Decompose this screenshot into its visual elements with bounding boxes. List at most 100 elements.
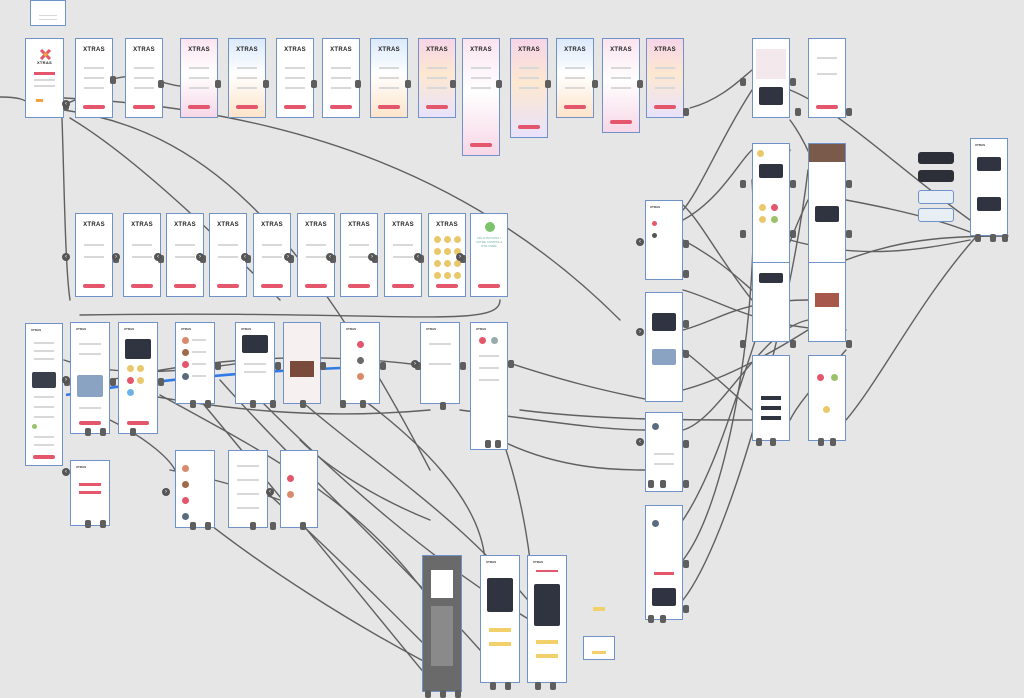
connector-handle-icon[interactable] xyxy=(158,80,164,88)
onboarding-screen-4[interactable]: XTRAS xyxy=(228,38,266,118)
offer-list-screen[interactable] xyxy=(752,262,790,342)
connector-handle-icon[interactable] xyxy=(440,402,446,410)
dashboard-screen[interactable]: XTRAS xyxy=(70,322,110,434)
chevron-left-icon[interactable]: ‹ xyxy=(62,468,70,476)
chevron-left-icon[interactable]: ‹ xyxy=(154,253,162,261)
connector-handle-icon[interactable] xyxy=(683,560,689,568)
connector-handle-icon[interactable] xyxy=(270,522,276,530)
settings-screen[interactable] xyxy=(645,505,683,620)
mission-menu-screen[interactable]: XTRAS xyxy=(340,322,380,404)
connector-handle-icon[interactable] xyxy=(740,78,746,86)
connector-handle-icon[interactable] xyxy=(110,378,116,386)
list-screen-c[interactable] xyxy=(280,450,318,528)
connector-handle-icon[interactable] xyxy=(496,80,502,88)
login-screen[interactable]: XTRAS xyxy=(25,38,64,118)
toggle-panel-2[interactable] xyxy=(918,208,954,222)
connector-handle-icon[interactable] xyxy=(311,80,317,88)
annotation-frame[interactable] xyxy=(30,0,66,26)
connector-handle-icon[interactable] xyxy=(505,682,511,690)
connector-handle-icon[interactable] xyxy=(215,362,221,370)
connector-handle-icon[interactable] xyxy=(190,400,196,408)
onboarding-screen-5[interactable]: XTRAS xyxy=(276,38,314,118)
connector-handle-icon[interactable] xyxy=(592,80,598,88)
options-screen[interactable] xyxy=(752,355,790,441)
connector-handle-icon[interactable] xyxy=(790,230,796,238)
chevron-right-icon[interactable]: › xyxy=(112,253,120,261)
connector-handle-icon[interactable] xyxy=(683,108,689,116)
chevron-left-icon[interactable]: ‹ xyxy=(62,100,70,108)
connection-wire[interactable] xyxy=(349,389,486,561)
connector-handle-icon[interactable] xyxy=(637,80,643,88)
friends-invite-screen[interactable]: XTRAS xyxy=(70,460,110,526)
connector-handle-icon[interactable] xyxy=(85,428,91,436)
map-screen[interactable] xyxy=(752,38,790,118)
connector-handle-icon[interactable] xyxy=(100,428,106,436)
connection-wire[interactable] xyxy=(179,499,461,681)
connector-handle-icon[interactable] xyxy=(846,230,852,238)
connector-handle-icon[interactable] xyxy=(490,682,496,690)
connector-handle-icon[interactable] xyxy=(683,320,689,328)
photo-detail-screen[interactable] xyxy=(808,262,846,342)
connector-handle-icon[interactable] xyxy=(660,615,666,623)
event-list-screen[interactable] xyxy=(752,143,790,263)
event-detail-screen[interactable] xyxy=(808,143,846,263)
connector-handle-icon[interactable] xyxy=(205,400,211,408)
photo-screen[interactable] xyxy=(283,322,321,404)
onboarding-screen-12[interactable]: XTRAS xyxy=(602,38,640,133)
connector-handle-icon[interactable] xyxy=(85,520,91,528)
connector-handle-icon[interactable] xyxy=(683,605,689,613)
connector-handle-icon[interactable] xyxy=(1002,234,1008,242)
connection-wire[interactable] xyxy=(199,399,431,681)
signup-screen-6[interactable]: XTRAS xyxy=(297,213,335,297)
status-screen[interactable]: XTRAS xyxy=(420,322,460,404)
connector-handle-icon[interactable] xyxy=(740,340,746,348)
chevron-right-icon[interactable]: › xyxy=(62,376,70,384)
connector-handle-icon[interactable] xyxy=(158,378,164,386)
connector-handle-icon[interactable] xyxy=(360,400,366,408)
connector-handle-icon[interactable] xyxy=(485,440,491,448)
connection-wire[interactable] xyxy=(845,237,976,421)
onboarding-screen-1[interactable]: XTRAS xyxy=(75,38,113,118)
chevron-left-icon[interactable]: ‹ xyxy=(414,253,422,261)
notification-badge-1[interactable] xyxy=(918,152,954,164)
connection-wire[interactable] xyxy=(682,149,753,221)
onboarding-screen-8[interactable]: XTRAS xyxy=(418,38,456,118)
booking-screen[interactable] xyxy=(808,38,846,118)
connector-handle-icon[interactable] xyxy=(270,400,276,408)
connector-handle-icon[interactable] xyxy=(320,362,326,370)
dark-card-screen[interactable]: XTRAS xyxy=(118,322,158,434)
connector-handle-icon[interactable] xyxy=(455,690,461,698)
profile-edit-screen[interactable]: XTRAS xyxy=(25,323,63,466)
connector-handle-icon[interactable] xyxy=(110,76,116,84)
signup-screen-10[interactable]: FÉLICITATIONS ! VOTRE COMPTE A ÉTÉ CRÉÉ xyxy=(470,213,508,297)
connector-handle-icon[interactable] xyxy=(683,440,689,448)
connector-handle-icon[interactable] xyxy=(846,180,852,188)
onboarding-screen-10[interactable]: XTRAS xyxy=(510,38,548,138)
connector-handle-icon[interactable] xyxy=(683,240,689,248)
chevron-right-icon[interactable]: › xyxy=(284,253,292,261)
connector-handle-icon[interactable] xyxy=(740,180,746,188)
connection-wire[interactable] xyxy=(845,199,971,233)
connection-wire[interactable] xyxy=(682,329,809,391)
onboarding-screen-2[interactable]: XTRAS xyxy=(125,38,163,118)
chevron-right-icon[interactable]: › xyxy=(368,253,376,261)
list-screen-b[interactable] xyxy=(228,450,268,528)
connector-handle-icon[interactable] xyxy=(790,340,796,348)
connector-handle-icon[interactable] xyxy=(990,234,996,242)
connection-wire[interactable] xyxy=(499,439,646,471)
connector-handle-icon[interactable] xyxy=(250,522,256,530)
subscription-screen[interactable]: XTRAS xyxy=(527,555,567,683)
connector-handle-icon[interactable] xyxy=(790,78,796,86)
connection-wire[interactable] xyxy=(682,204,753,301)
chevron-left-icon[interactable]: ‹ xyxy=(636,438,644,446)
connector-handle-icon[interactable] xyxy=(405,80,411,88)
connector-handle-icon[interactable] xyxy=(450,80,456,88)
connector-handle-icon[interactable] xyxy=(648,615,654,623)
connection-wire[interactable] xyxy=(682,239,753,291)
connection-wire[interactable] xyxy=(845,235,1009,261)
chevron-left-icon[interactable]: ‹ xyxy=(62,253,70,261)
connector-handle-icon[interactable] xyxy=(250,400,256,408)
connector-handle-icon[interactable] xyxy=(275,362,281,370)
notifications-screen[interactable]: XTRAS xyxy=(970,138,1008,236)
